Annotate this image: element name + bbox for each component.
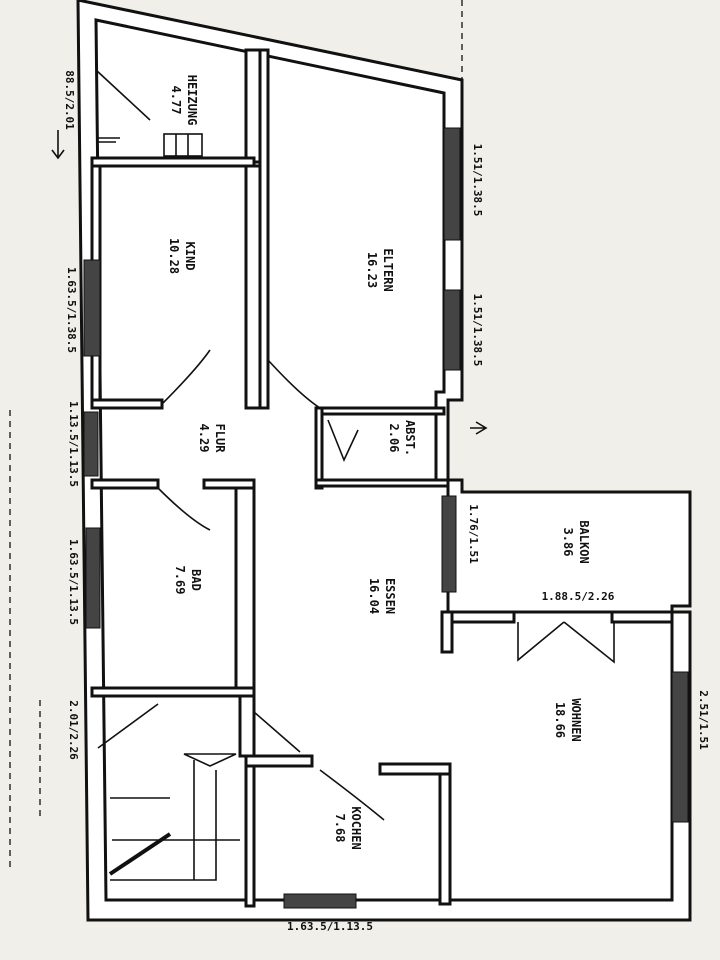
dim-right-wohnen: 2.51/1.51 [697,690,710,750]
svg-text:HEIZUNG: HEIZUNG [185,75,199,126]
svg-text:BAD: BAD [189,569,203,591]
room-kochen: KOCHEN 7.68 [333,806,363,849]
dim-balkon-door: 1.88.5/2.26 [542,590,615,603]
svg-text:3.86: 3.86 [561,528,575,557]
svg-text:7.68: 7.68 [333,814,347,843]
dim-right-eltern-top: 1.51/1.38.5 [471,144,484,217]
dim-left-bad: 1.63.5/1.13.5 [67,539,80,625]
svg-text:2.06: 2.06 [387,424,401,453]
svg-text:4.29: 4.29 [197,424,211,453]
svg-text:KIND: KIND [183,242,197,271]
dim-left-kind: 1.63.5/1.38.5 [65,267,78,353]
windows [83,127,689,909]
svg-text:18.66: 18.66 [553,702,567,738]
stair-fixtures [98,133,240,881]
section-arrows [51,130,488,435]
room-abst: ABST. 2.06 [387,420,417,456]
room-flur: FLUR 4.29 [197,424,227,454]
svg-text:KOCHEN: KOCHEN [349,806,363,849]
svg-text:BALKON: BALKON [577,520,591,563]
interior-walls [90,48,674,908]
room-wohnen: WOHNEN 18.66 [553,698,583,741]
room-eltern: ELTERN 16.23 [365,248,395,291]
svg-text:ESSEN: ESSEN [383,578,397,614]
dim-right-essen: 1.76/1.51 [467,504,480,564]
svg-text:16.23: 16.23 [365,252,379,288]
svg-text:16.04: 16.04 [367,578,381,614]
room-heizung: HEIZUNG 4.77 [169,75,199,126]
svg-text:ELTERN: ELTERN [381,248,395,291]
dim-right-eltern-bottom: 1.51/1.38.5 [471,294,484,367]
room-bad: BAD 7.69 [173,566,203,595]
svg-text:10.28: 10.28 [167,238,181,274]
svg-text:WOHNEN: WOHNEN [569,698,583,741]
svg-text:ABST.: ABST. [403,420,417,456]
outer-wall [76,0,692,922]
room-essen: ESSEN 16.04 [367,578,397,614]
room-kind: KIND 10.28 [167,238,197,274]
svg-text:4.77: 4.77 [169,86,183,115]
dim-left-heizung: 88.5/2.01 [63,70,76,130]
svg-text:7.69: 7.69 [173,566,187,595]
dim-bottom-kochen: 1.63.5/1.13.5 [287,920,373,933]
dim-left-flur: 1.13.5/1.13.5 [67,401,80,487]
door-swings [95,69,615,821]
dim-left-stair: 2.01/2.26 [67,700,80,760]
room-balkon: BALKON 3.86 [561,520,591,563]
svg-text:FLUR: FLUR [213,424,227,454]
